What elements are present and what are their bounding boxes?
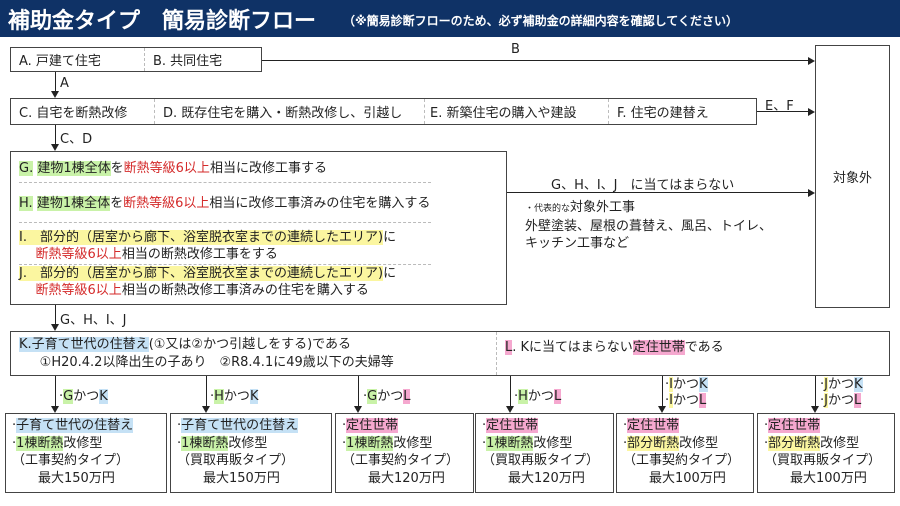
label-ghij: G、H、I、J <box>60 313 127 328</box>
arrow-head <box>51 91 59 98</box>
connector-b <box>262 60 808 62</box>
arrow-head <box>808 108 815 116</box>
label-ef: E、F <box>765 99 794 114</box>
connector-a <box>55 72 57 92</box>
result-card-6: ·定住世帯 ·部分断熱改修型 （買取再販タイプ） 最大100万円 <box>757 413 895 493</box>
label-b: B <box>511 42 520 57</box>
arrow-head <box>808 189 815 197</box>
result-card-4: ·定住世帯 ·1棟断熱改修型 （買取再販タイプ） 最大120万円 <box>475 413 614 493</box>
option-k: K.子育て世代の住替え(①又は②かつ引越しをする)である ①H20.4.2以降出… <box>19 337 394 370</box>
arrow-head <box>808 57 815 65</box>
result-card-2: ·子育て世代の住替え ·1棟断熱改修型 （買取再販タイプ） 最大150万円 <box>170 413 332 493</box>
option-f: F. 住宅の建替え <box>617 106 709 121</box>
label-a: A <box>60 76 69 91</box>
option-j: J. 部分的（居室から廊下、浴室脱衣室までの連続したエリア)に 断熱等級6以上相… <box>19 266 397 298</box>
option-a-detached: A. 戸建て住宅 <box>19 54 101 69</box>
divider <box>144 48 145 71</box>
excluded-label: 対象外 <box>832 171 872 186</box>
option-i: I. 部分的（居室から廊下、浴室脱衣室までの連続したエリア)に 断熱等級6以上相… <box>19 230 397 262</box>
option-g: G. 建物1棟全体を断熱等級6以上相当に改修工事する <box>19 161 327 176</box>
label-cd: C、D <box>60 132 93 147</box>
page-title: 補助金タイプ 簡易診断フロー <box>8 9 317 34</box>
label-none: G、H、I、J に当てはまらない <box>551 178 735 193</box>
connector-ef <box>757 111 808 113</box>
divider <box>496 332 497 375</box>
excluded-work-note: ・代表的な対象外工事 外壁塗装、屋根の葺替え、風呂、トイレ、 キッチン工事など <box>525 200 773 251</box>
option-l: L. Kに当てはまらない定住世帯である <box>505 340 724 355</box>
result-card-5: ·定住世帯 ·部分断熱改修型 （工事契約タイプ） 最大100万円 <box>616 413 754 493</box>
header-banner <box>0 0 900 37</box>
connector-none <box>507 192 808 194</box>
result-card-3: ·定住世帯 ·1棟断熱改修型 （工事契約タイプ） 最大120万円 <box>335 413 474 493</box>
arrow-head <box>51 144 59 151</box>
divider <box>424 99 425 124</box>
divider <box>608 99 609 124</box>
connector-ghij <box>55 305 57 325</box>
purpose-box: C. 自宅を断熱改修 D. 既存住宅を購入・断熱改修し、引越し E. 新築住宅の… <box>10 98 757 125</box>
arrow-head <box>51 324 59 331</box>
result-card-1: ·子育て世代の住替え ·1棟断熱改修型 （工事契約タイプ） 最大150万円 <box>5 413 167 493</box>
option-d: D. 既存住宅を購入・断熱改修し、引越し <box>163 106 403 121</box>
option-c: C. 自宅を断熱改修 <box>19 106 128 121</box>
page-subtitle: （※簡易診断フローのため、必ず補助金の詳細内容を確認してください） <box>343 14 738 28</box>
divider <box>19 264 431 265</box>
renovation-criteria-box: G. 建物1棟全体を断熱等級6以上相当に改修工事する H. 建物1棟全体を断熱等… <box>10 151 507 305</box>
divider <box>19 182 431 183</box>
connector-cd <box>55 125 57 145</box>
household-box: K.子育て世代の住替え(①又は②かつ引越しをする)である ①H20.4.2以降出… <box>10 331 890 376</box>
option-e: E. 新築住宅の購入や建設 <box>430 106 577 121</box>
excluded-box: 対象外 <box>815 45 890 308</box>
divider <box>19 222 431 223</box>
housing-type-box: A. 戸建て住宅 B. 共同住宅 <box>10 47 262 72</box>
option-b-apartment: B. 共同住宅 <box>153 54 223 69</box>
divider <box>154 99 155 124</box>
option-h: H. 建物1棟全体を断熱等級6以上相当に改修工事済みの住宅を購入する <box>19 196 431 211</box>
